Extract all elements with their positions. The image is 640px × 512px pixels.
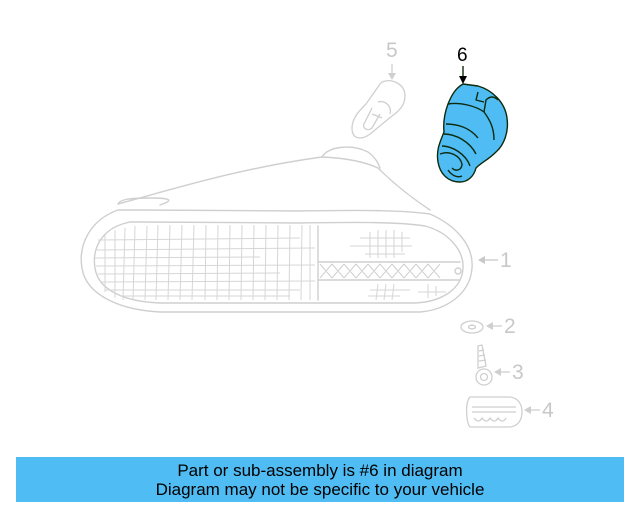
part-5-bulb[interactable] xyxy=(351,64,406,139)
callout-2[interactable]: 2 xyxy=(504,315,516,338)
callout-6[interactable]: 6 xyxy=(457,45,468,66)
callout-1-arrow xyxy=(478,256,498,264)
callout-1[interactable]: 1 xyxy=(500,249,512,272)
lens-grid-lower-right xyxy=(368,283,446,301)
lens-grid-upper-right xyxy=(350,230,412,258)
part-info-banner: Part or sub-assembly is #6 in diagram Di… xyxy=(16,457,624,502)
part-2-washer[interactable] xyxy=(460,320,502,334)
banner-disclaimer-line: Diagram may not be specific to your vehi… xyxy=(155,479,485,499)
part-6-socket[interactable] xyxy=(436,66,509,183)
part-3-screw[interactable] xyxy=(475,344,510,386)
part-4-clip[interactable] xyxy=(465,396,540,428)
lens-grid-hatching xyxy=(94,224,316,301)
parts-diagram: 5 6 1 2 3 4 xyxy=(80,39,554,428)
callout-3[interactable]: 3 xyxy=(512,361,524,384)
part-1-lamp-housing[interactable] xyxy=(80,146,473,313)
banner-part-line: Part or sub-assembly is #6 in diagram xyxy=(177,460,463,480)
lens-crosshatch-strip xyxy=(319,263,441,279)
callout-4[interactable]: 4 xyxy=(542,399,554,422)
callout-5[interactable]: 5 xyxy=(386,39,398,62)
exploded-view-illustration xyxy=(80,64,540,428)
